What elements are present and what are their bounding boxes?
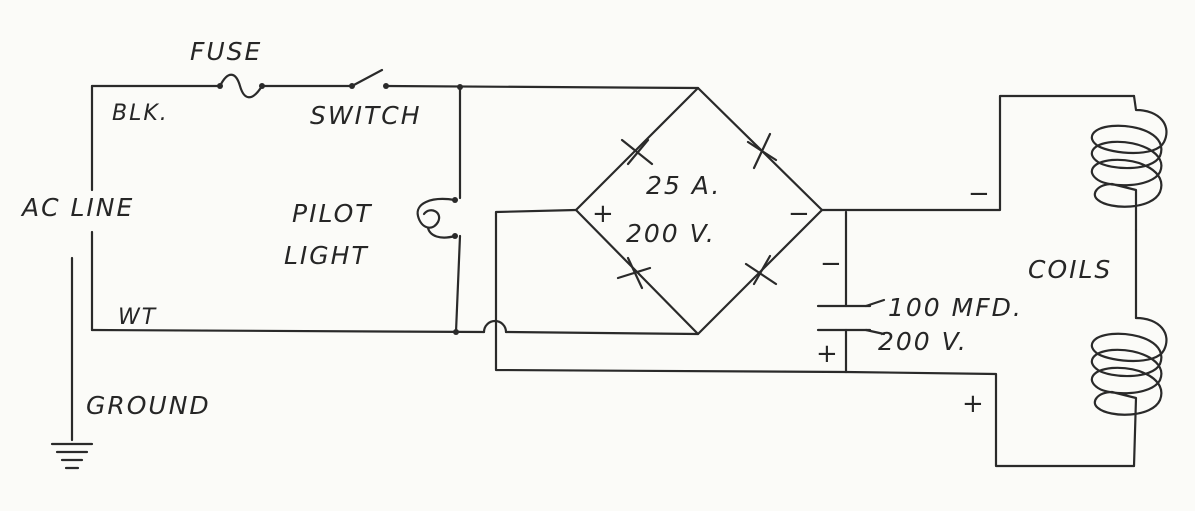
blk-label: BLK.: [112, 101, 169, 126]
bridge-plus-sign: +: [592, 199, 614, 229]
diode-icon: [746, 132, 778, 170]
diode-icon: [620, 138, 654, 166]
switch-icon: [349, 68, 389, 89]
coils-label: COILS: [1028, 255, 1112, 284]
fuse-label: FUSE: [190, 37, 262, 66]
lower-coil-icon: [1090, 316, 1168, 468]
diode-icon: [616, 256, 652, 290]
capacitor-icon: [816, 298, 886, 336]
fuse-icon: [217, 73, 265, 99]
switch-label: SWITCH: [310, 101, 422, 130]
ac-line-conductor: [70, 84, 94, 442]
pilot-label: PILOT: [292, 199, 373, 228]
pilot-lamp-icon: [416, 197, 457, 239]
neutral-wire: [90, 319, 700, 336]
upper-coil-icon: [1090, 94, 1168, 232]
ground-icon: [50, 442, 94, 470]
ac-line-label: AC LINE: [20, 193, 134, 222]
diode-icon: [744, 254, 778, 286]
wt-label: WT: [118, 305, 157, 330]
bridge-minus-sign: −: [788, 199, 810, 229]
hot-wire: [90, 84, 700, 90]
capacitor-value-label: 100 MFD.: [888, 293, 1023, 322]
pilot-light-branch: [452, 84, 463, 335]
coil-minus-sign: −: [968, 179, 990, 209]
capacitor-voltage-label: 200 V.: [878, 327, 968, 356]
coil-plus-sign: +: [962, 389, 984, 419]
bridge-rectifier: [574, 86, 824, 336]
bridge-current-label: 25 A.: [646, 171, 721, 200]
capacitor-plus-sign: +: [816, 339, 838, 369]
dc-positive-wire: [494, 208, 1136, 468]
bridge-voltage-label: 200 V.: [626, 219, 716, 248]
dc-negative-wire: [820, 94, 1136, 374]
light-label: LIGHT: [284, 241, 369, 270]
ground-label: GROUND: [86, 391, 211, 420]
capacitor-minus-sign: −: [820, 249, 842, 279]
